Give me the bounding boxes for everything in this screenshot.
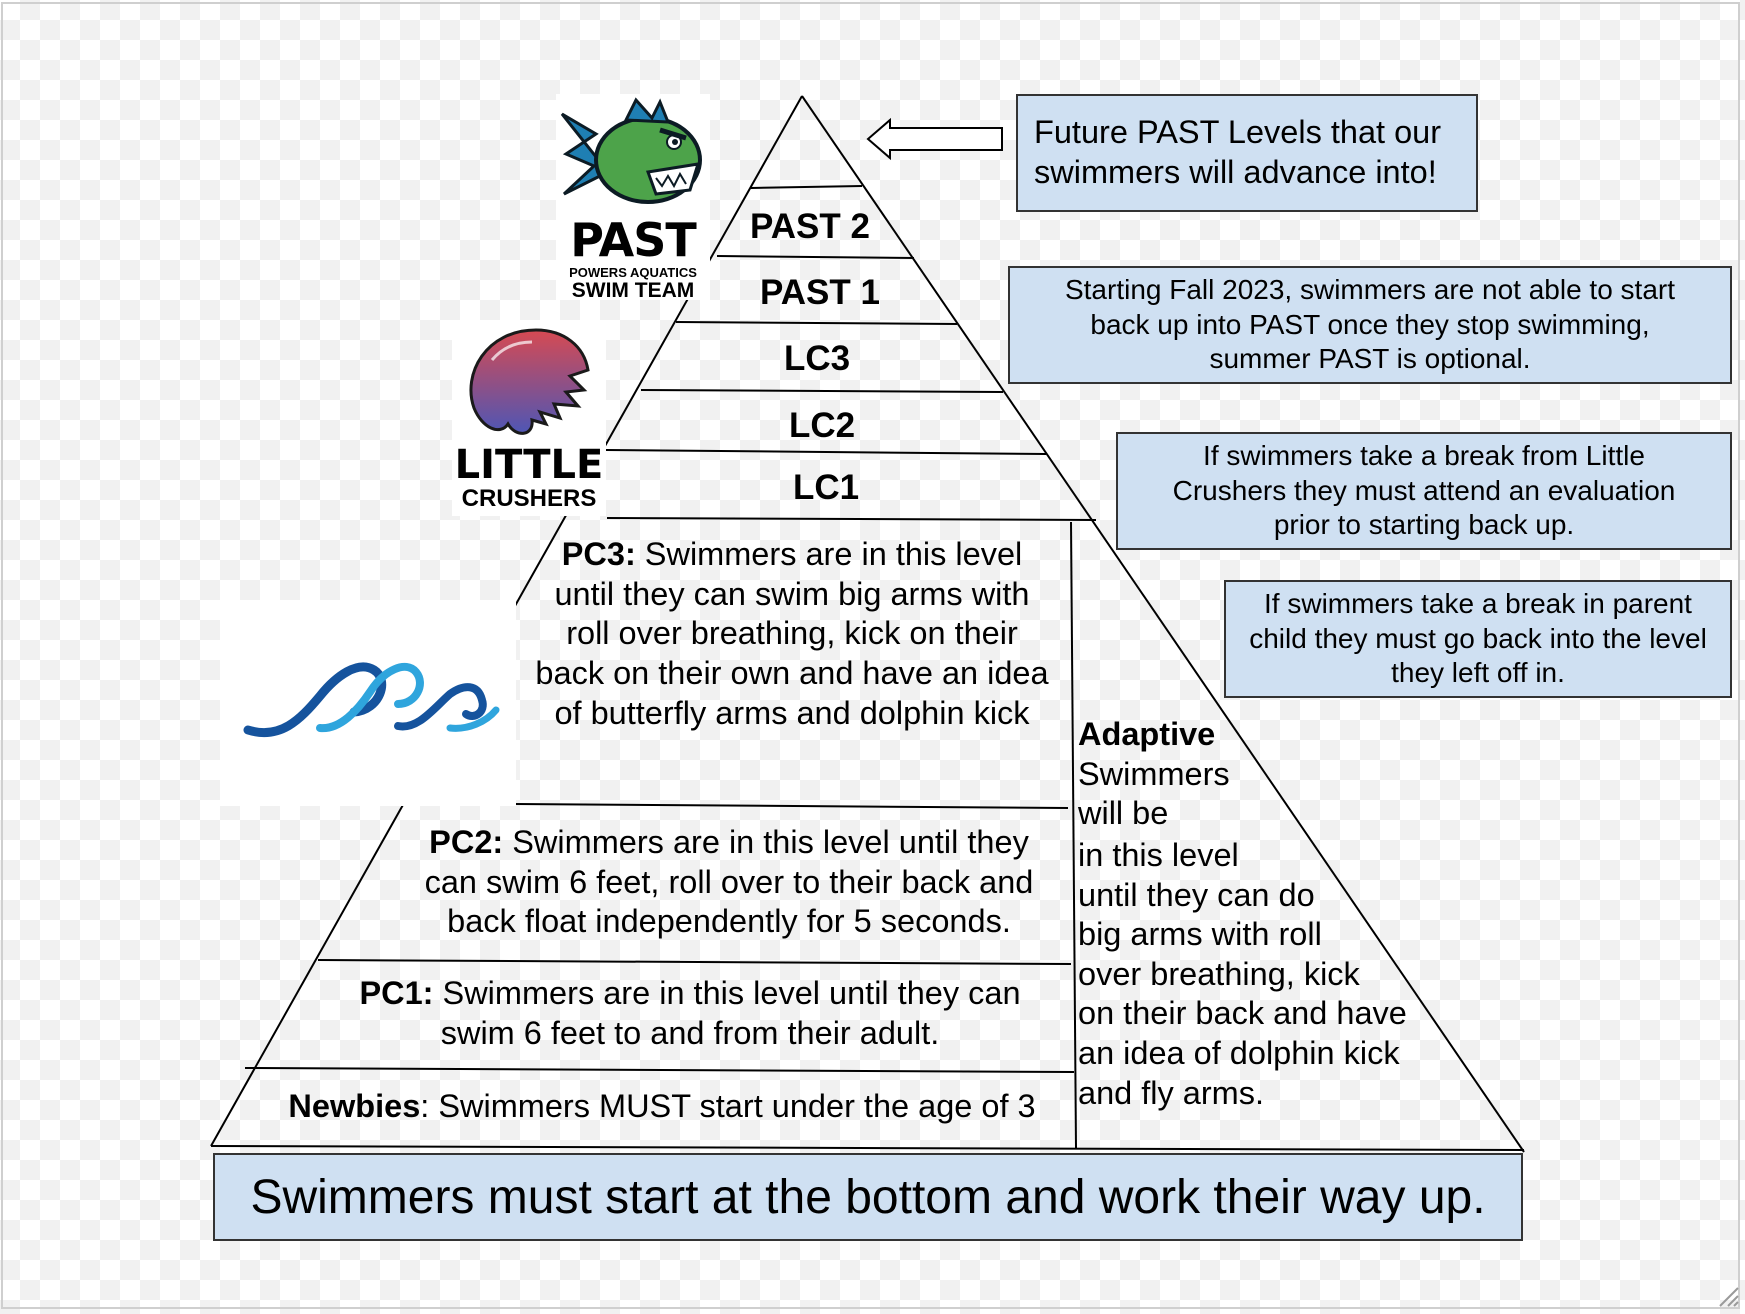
level-pc3-text: Swimmers are in this level until they ca… <box>535 536 1049 731</box>
note-future-levels-text: Future PAST Levels that our swimmers wil… <box>1034 114 1442 190</box>
adaptive-description: Adaptive Swimmers will be in this level … <box>1078 715 1407 1113</box>
past-logo: PAST POWERS AQUATICS SWIM TEAM <box>556 94 710 302</box>
adaptive-line: big arms with roll <box>1078 916 1322 953</box>
adaptive-line: Swimmers <box>1078 755 1230 792</box>
pyramid-right-edge <box>801 95 1525 1153</box>
adaptive-line: until they can do <box>1078 876 1315 913</box>
little-crushers-logo-line2: CRUSHERS <box>461 485 597 512</box>
divider-lc3 <box>640 389 1004 393</box>
divider-pc2 <box>317 959 1072 965</box>
wave-icon <box>243 662 500 738</box>
little-crushers-logo-name: LITTLE <box>454 442 604 488</box>
note-fall-2023: Starting Fall 2023, swimmers are not abl… <box>1008 266 1732 384</box>
adaptive-line: and fly arms. <box>1078 1074 1265 1111</box>
note-little-crushers-break-text: If swimmers take a break from Little Cru… <box>1172 439 1676 541</box>
note-parent-child-break: If swimmers take a break in parent child… <box>1224 580 1732 698</box>
adaptive-line: an idea of dolphin kick <box>1078 1035 1400 1072</box>
level-pc1-title: PC1: <box>359 975 434 1011</box>
past-logo-line1: POWERS AQUATICS <box>569 265 697 280</box>
adaptive-line: on their back and have <box>1078 995 1407 1032</box>
level-newbies-description: Newbies: Swimmers MUST start under the a… <box>262 1087 1062 1127</box>
bottom-banner: Swimmers must start at the bottom and wo… <box>213 1153 1523 1241</box>
divider-pc1 <box>244 1067 1075 1073</box>
level-past2-label: PAST 2 <box>750 207 870 246</box>
adaptive-title: Adaptive <box>1078 716 1216 752</box>
level-pc3-description: PC3: Swimmers are in this level until th… <box>532 535 1052 733</box>
level-pc1-text: Swimmers are in this level until they ca… <box>433 975 1021 1051</box>
divider-base <box>210 1145 1525 1151</box>
divider-lc1 <box>606 517 1097 521</box>
level-pc1-description: PC1: Swimmers are in this level until th… <box>330 974 1050 1053</box>
arrow-left-icon <box>866 117 1003 161</box>
divider-pc3 <box>514 803 1069 809</box>
claw-icon <box>469 328 590 435</box>
level-lc1-label: LC1 <box>792 468 860 507</box>
wave-logo <box>220 600 516 806</box>
divider-past2 <box>716 255 915 259</box>
past-logo-name: PAST <box>570 213 697 267</box>
adaptive-divider <box>1070 521 1077 1149</box>
level-pc2-title: PC2: <box>429 824 504 860</box>
level-lc2-label: LC2 <box>788 406 856 445</box>
resize-grip-icon <box>1719 1287 1739 1307</box>
note-fall-2023-text: Starting Fall 2023, swimmers are not abl… <box>1064 273 1676 375</box>
level-newbies-text: : Swimmers MUST start under the age of 3 <box>420 1088 1036 1124</box>
past-logo-line2: SWIM TEAM <box>571 279 695 302</box>
level-past1-label: PAST 1 <box>760 273 880 312</box>
level-newbies-title: Newbies <box>288 1088 421 1124</box>
note-little-crushers-break: If swimmers take a break from Little Cru… <box>1116 432 1732 550</box>
level-lc3-label: LC3 <box>783 339 851 378</box>
note-future-levels: Future PAST Levels that our swimmers wil… <box>1016 94 1478 212</box>
divider-top <box>750 185 863 189</box>
adaptive-line: in this level <box>1078 836 1239 873</box>
divider-lc2 <box>605 449 1047 455</box>
divider-past1 <box>675 321 958 325</box>
piranha-icon <box>560 97 702 204</box>
adaptive-line: over breathing, kick <box>1078 955 1360 992</box>
level-pc3-title: PC3: <box>561 536 636 572</box>
note-parent-child-break-text: If swimmers take a break in parent child… <box>1249 587 1707 689</box>
bottom-banner-text: Swimmers must start at the bottom and wo… <box>250 1170 1486 1224</box>
level-pc2-description: PC2: Swimmers are in this level until th… <box>404 823 1054 942</box>
level-pc2-text: Swimmers are in this level until they ca… <box>424 824 1034 940</box>
adaptive-line: will be <box>1078 795 1169 832</box>
little-crushers-logo: LITTLE CRUSHERS <box>452 320 606 516</box>
